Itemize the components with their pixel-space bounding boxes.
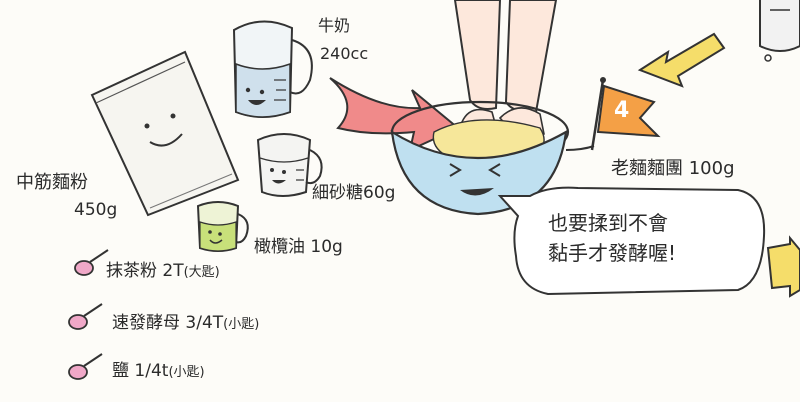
speech-bubble [497,186,766,296]
spoon-yeast-icon [68,303,103,330]
milk-amount: 240cc [320,44,369,63]
yellow-arrow-right-icon [766,235,800,298]
sugar-name: 細砂糖 [312,183,363,203]
sugar-amount: 60g [363,183,396,203]
milk-name: 牛奶 [318,16,351,35]
salt-label: 鹽 1/4t(小匙) [112,356,205,381]
olive-oil-cup-icon [196,201,249,252]
step-number: 4 [614,98,630,123]
sugar-label: 細砂糖60g [312,178,395,203]
bubble-text: 也要揉到不會 黏手才發酵喔! [548,208,676,268]
salt-amount: 1/4t [134,361,169,381]
flour-bag-icon [90,50,240,217]
kneading-hands-icon [453,0,558,137]
flour-name: 中筋麵粉 [16,172,88,193]
bubble-line-1: 也要揉到不會 [548,211,668,235]
sugar-cup-icon [256,133,323,197]
yeast-name: 速發酵母 [112,313,180,333]
matcha-amount: 2T [162,261,184,281]
salt-unit: (小匙) [168,365,205,380]
step-flag-icon [590,77,661,151]
spoon-matcha-icon [74,249,109,276]
oil-name: 橄欖油 [254,237,305,257]
flour-amount: 450g [74,200,118,220]
oil-label: 橄欖油 10g [254,232,343,257]
yeast-amount: 3/4T [185,313,224,333]
bubble-line-2: 黏手才發酵喔! [548,241,677,265]
matcha-unit: (大匙) [183,265,220,280]
yeast-label: 速發酵母 3/4T(小匙) [112,308,259,333]
matcha-label: 抹茶粉 2T(大匙) [106,256,220,281]
matcha-name: 抹茶粉 [106,261,157,281]
old-dough-name: 老麵麵團 [611,158,683,179]
mixing-bowl-icon [390,100,595,216]
milk-cup-icon [232,20,313,118]
oil-amount: 10g [310,237,343,257]
spoon-salt-icon [68,353,103,380]
old-dough-label: 老麵麵團 100g [611,154,735,180]
old-dough-amount: 100g [688,158,735,179]
appliance-icon [759,0,800,62]
yeast-unit: (小匙) [223,317,260,332]
salt-name: 鹽 [112,361,129,381]
yellow-arrow-icon [637,32,726,88]
